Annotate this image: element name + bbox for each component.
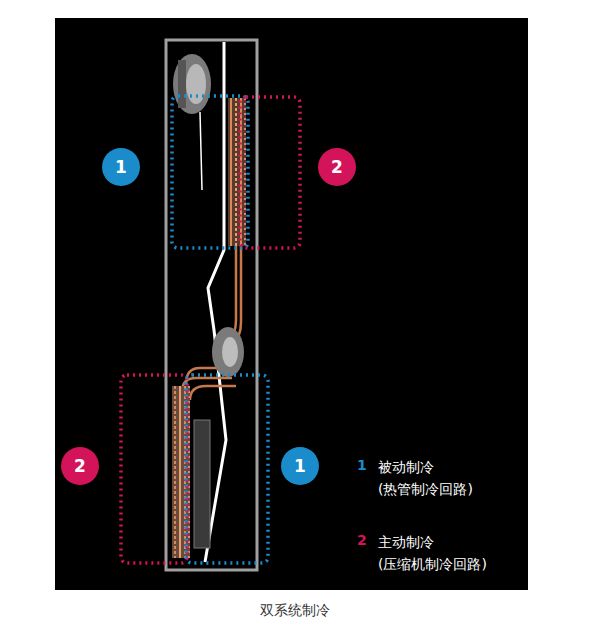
callout-number: 1	[357, 457, 367, 473]
active-region	[121, 375, 187, 563]
compressor-body	[194, 420, 210, 548]
bottom-coil	[172, 386, 190, 558]
passive-region	[186, 375, 268, 563]
middle-fan-hub	[222, 337, 238, 367]
callout-circle: 1	[102, 148, 140, 186]
legend-number: 1	[357, 457, 367, 474]
callout-circle: 2	[318, 148, 356, 186]
callout-number: 1	[294, 458, 306, 475]
callout-number: 2	[331, 159, 343, 176]
callout-circle: 2	[61, 447, 99, 485]
callout-circle: 1	[281, 447, 319, 485]
figure-caption: 双系统制冷	[0, 602, 589, 620]
passive-region	[172, 96, 248, 248]
top-fan-frame	[178, 60, 186, 108]
legend-text: 被动制冷 (热管制冷回路)	[378, 456, 518, 501]
black-panel	[55, 18, 528, 590]
fan-wire	[200, 112, 202, 190]
legend-number: 2	[357, 532, 367, 549]
legend-text: 主动制冷 (压缩机制冷回路)	[378, 531, 518, 576]
callout-number: 2	[74, 458, 86, 475]
callout-number: 1	[115, 159, 127, 176]
callout-number: 2	[357, 532, 367, 548]
top-coil	[228, 98, 246, 246]
middle-fan	[212, 327, 244, 377]
active-region	[240, 97, 300, 248]
cabinet-housing	[166, 40, 257, 570]
copper-pipes	[182, 246, 241, 400]
top-fan	[173, 54, 211, 114]
top-fan-hub	[186, 64, 206, 104]
